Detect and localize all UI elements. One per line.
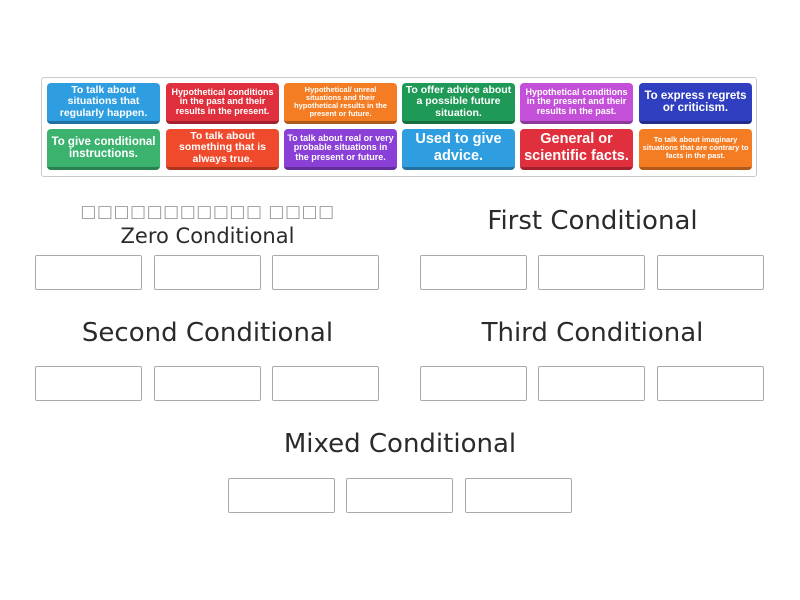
answer-card[interactable]: To express regrets or criticism. <box>639 83 752 124</box>
drop-slot-zero-3[interactable] <box>272 255 379 290</box>
zero-conditional-title: Zero Conditional <box>120 224 295 248</box>
card-label: Hypothetical/ unreal situations and thei… <box>294 85 387 118</box>
drop-slot-zero-1[interactable] <box>35 255 142 290</box>
drop-slot-mixed-1[interactable] <box>228 478 335 513</box>
card-label: To give conditional instructions. <box>51 135 156 160</box>
drop-slot-third-3[interactable] <box>657 366 764 401</box>
card-label: To express regrets or criticism. <box>644 89 747 114</box>
answer-card[interactable]: To talk about situations that regularly … <box>47 83 160 124</box>
card-label: Hypothetical conditions in the past and … <box>171 86 274 116</box>
answer-card[interactable]: To talk about real or very probable situ… <box>284 129 397 170</box>
answer-card[interactable]: To offer advice about a possible future … <box>402 83 515 124</box>
third-conditional-title: Third Conditional <box>481 318 704 348</box>
drop-slot-first-1[interactable] <box>420 255 527 290</box>
card-label: To talk about situations that regularly … <box>59 84 148 119</box>
drop-slot-third-2[interactable] <box>538 366 645 401</box>
drop-slot-first-3[interactable] <box>657 255 764 290</box>
card-label: Hypothetical conditions in the present a… <box>525 86 628 116</box>
drop-slot-second-2[interactable] <box>154 366 261 401</box>
card-tray: To talk about situations that regularly … <box>41 77 757 177</box>
answer-card[interactable]: Hypothetical/ unreal situations and thei… <box>284 83 397 124</box>
second-conditional-title: Second Conditional <box>81 318 334 348</box>
card-label: To talk about imaginary situations that … <box>642 135 749 160</box>
answer-card[interactable]: Hypothetical conditions in the present a… <box>520 83 633 124</box>
card-label: General or scientific facts. <box>524 131 629 164</box>
answer-card[interactable]: To talk about something that is always t… <box>166 129 279 170</box>
drop-slot-mixed-3[interactable] <box>465 478 572 513</box>
answer-card[interactable]: To give conditional instructions. <box>47 129 160 170</box>
card-label: To talk about real or very probable situ… <box>287 132 394 162</box>
answer-card[interactable]: To talk about imaginary situations that … <box>639 129 752 170</box>
answer-card[interactable]: General or scientific facts. <box>520 129 633 170</box>
answer-card[interactable]: Hypothetical conditions in the past and … <box>166 83 279 124</box>
drop-slot-second-3[interactable] <box>272 366 379 401</box>
drop-slot-third-1[interactable] <box>420 366 527 401</box>
card-label: To offer advice about a possible future … <box>405 84 512 119</box>
drop-slot-zero-2[interactable] <box>154 255 261 290</box>
mixed-conditional-title: Mixed Conditional <box>283 429 517 459</box>
card-label: Used to give advice. <box>415 131 502 164</box>
drop-slot-first-2[interactable] <box>538 255 645 290</box>
zero-conditional-glyphs: □□□□□□□□□□□ □□□□ <box>80 202 335 222</box>
drop-slot-second-1[interactable] <box>35 366 142 401</box>
answer-card[interactable]: Used to give advice. <box>402 129 515 170</box>
first-conditional-title: First Conditional <box>487 206 698 236</box>
card-label: To talk about something that is always t… <box>179 130 266 165</box>
drop-slot-mixed-2[interactable] <box>346 478 453 513</box>
